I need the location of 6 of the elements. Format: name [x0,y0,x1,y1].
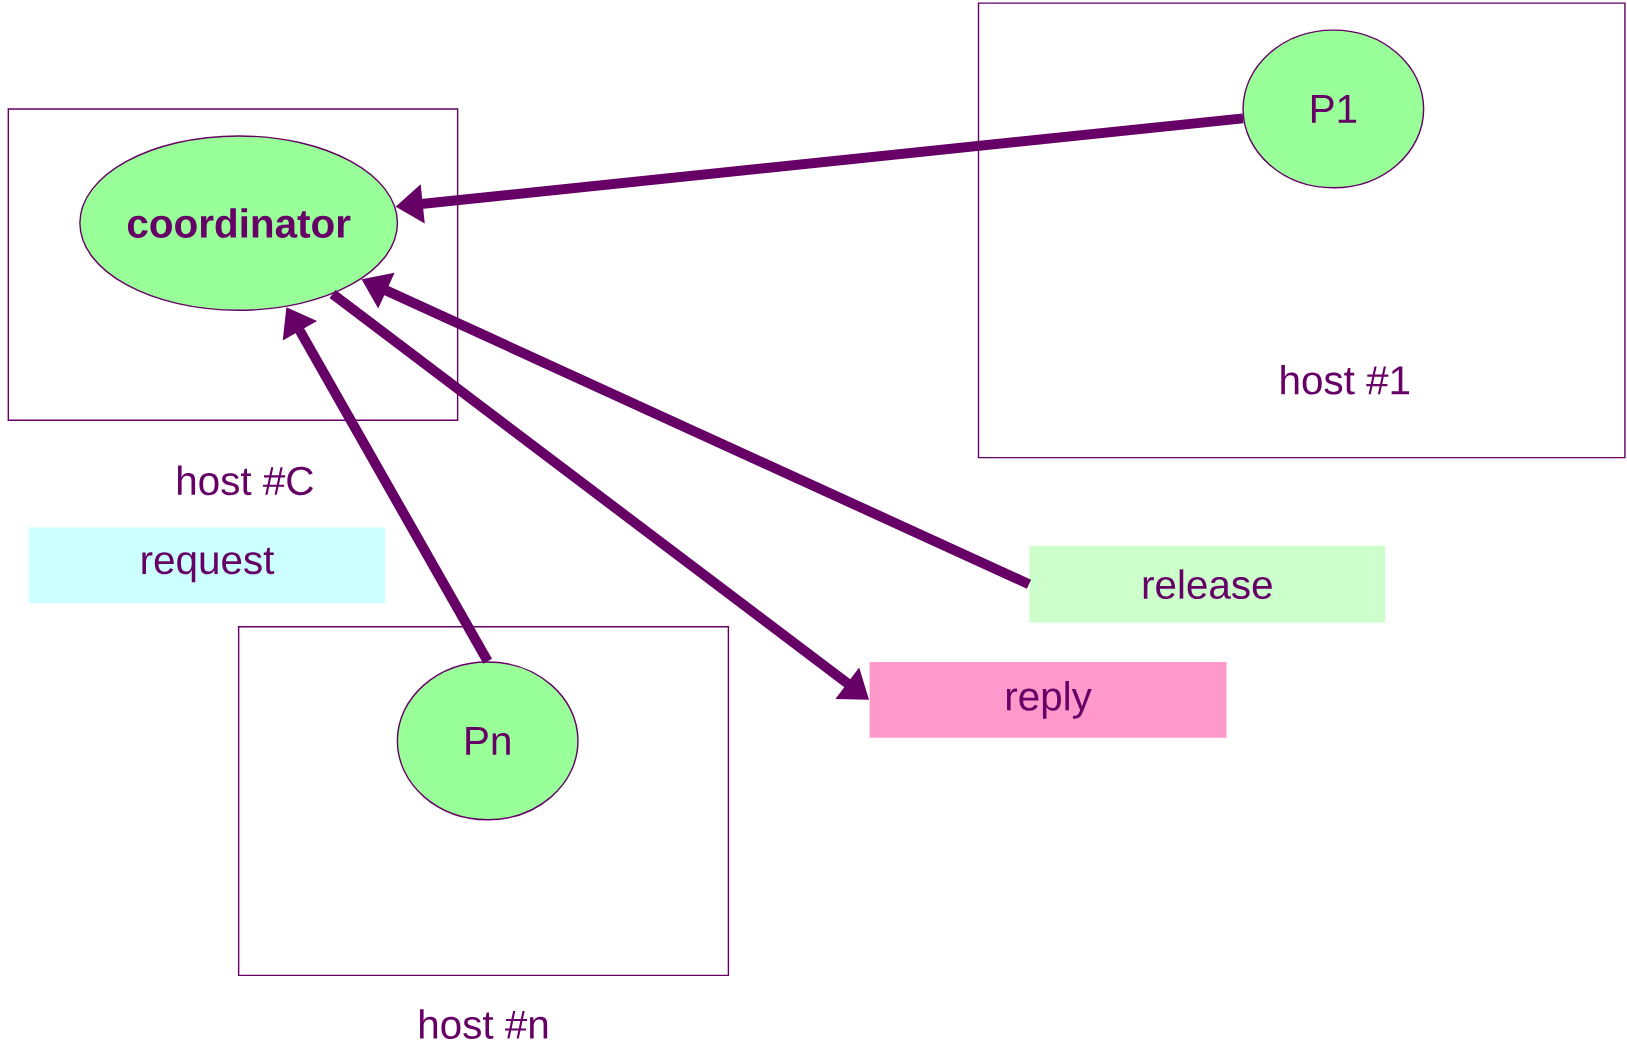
message-box: reply [869,662,1227,738]
message-box: request [29,527,385,603]
host-label: host #n [420,1009,548,1039]
host-label: host #C [178,465,313,496]
host-label: host #1 [1281,364,1410,395]
message-box: release [1029,545,1386,623]
